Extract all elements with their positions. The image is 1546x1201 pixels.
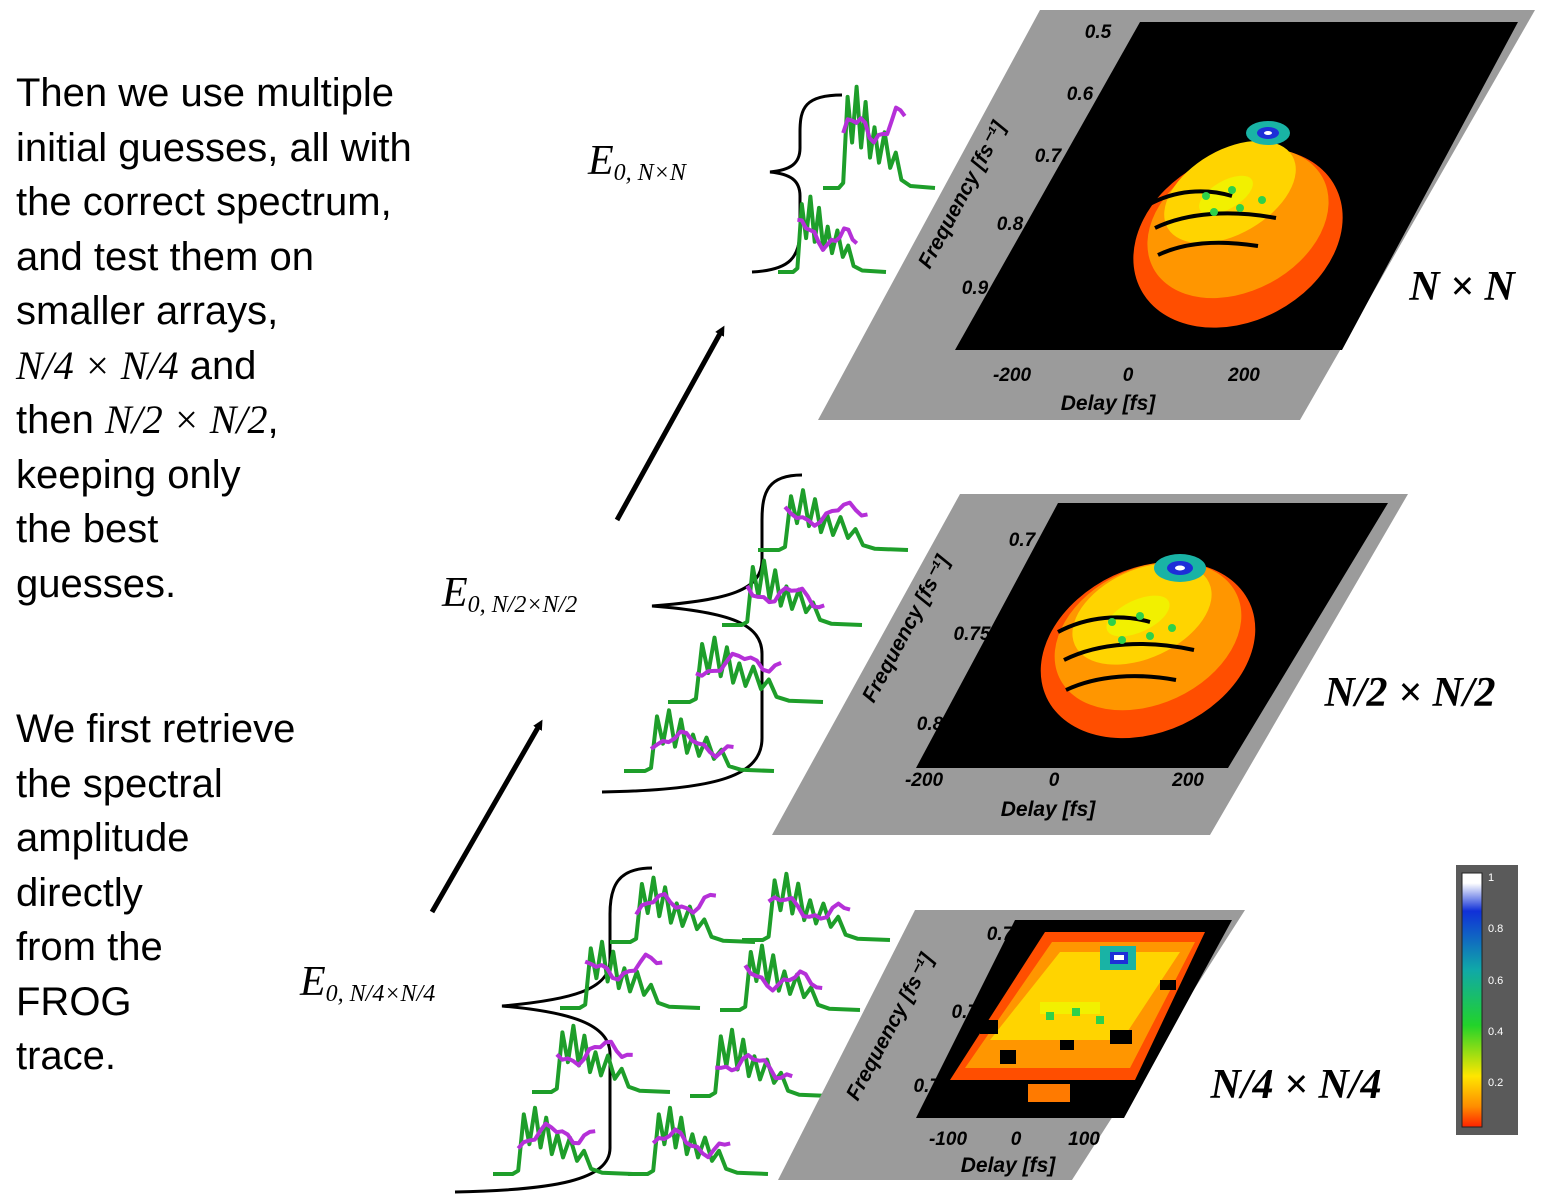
- xtick-n2-0: -200: [905, 770, 943, 791]
- colorbar: 1 0.8 0.6 0.4 0.2: [1456, 865, 1518, 1135]
- ytick-n4-0: 0.7: [987, 924, 1015, 945]
- guess-phase-curve: [715, 1053, 793, 1081]
- guess-phase-curve: [745, 584, 825, 610]
- ytick-n2-1: 0.75: [954, 624, 991, 645]
- text-fragment: ,: [267, 398, 279, 442]
- brace-nn: [751, 93, 843, 274]
- guess-amplitude-curve: [722, 558, 863, 627]
- text-line: N/4 × N/4 and: [16, 339, 412, 394]
- xtick-n2-1: 0: [1049, 770, 1060, 791]
- frog-trace-nn: [1133, 121, 1343, 328]
- xtick-n4-1: 0: [1011, 1129, 1022, 1150]
- ytick-nn-0: 0.5: [1085, 22, 1112, 43]
- e-label-n4: E0, N/4×N/4: [299, 959, 435, 1007]
- xtick-n2-2: 200: [1171, 770, 1204, 791]
- xtick-nn-2: 200: [1227, 365, 1260, 386]
- ytick-nn-3: 0.8: [997, 214, 1024, 235]
- text-line: FROG: [16, 979, 132, 1024]
- guess-phase-curve: [695, 651, 782, 678]
- intro-paragraph-bottom: We first retrieve the spectral amplitude…: [16, 702, 295, 1084]
- xlabel-nn: Delay [fs]: [1061, 392, 1157, 415]
- guess-phase-curve: [743, 964, 823, 993]
- ytick-n2-2: 0.8: [917, 714, 944, 735]
- brace-n4: [454, 866, 653, 1194]
- text-line: keeping only: [16, 452, 241, 497]
- guess-phase-curve: [767, 895, 851, 921]
- text-line: guesses.: [16, 561, 177, 606]
- text-line: amplitude: [16, 816, 190, 860]
- text-fragment: then: [16, 398, 105, 442]
- guess-phase-curve: [649, 729, 734, 759]
- frog-trace-n2: [1040, 554, 1256, 739]
- xtick-n4-0: -100: [929, 1129, 967, 1150]
- guess-amplitude-curve: [758, 488, 909, 552]
- size-label-n4: N/4 × N/4: [1210, 1062, 1382, 1108]
- upward-arrow-lower: [429, 719, 543, 914]
- guess-amplitude-curve: [493, 1105, 634, 1176]
- colorbar-gradient: [1461, 872, 1483, 1128]
- text-line: the spectral: [16, 761, 223, 806]
- math-n2: N/2 × N/2: [104, 397, 268, 442]
- guess-phase-curve: [634, 892, 717, 916]
- text-fragment: and: [178, 343, 257, 388]
- text-line: from the: [16, 925, 163, 969]
- guess-amplitude-curve: [628, 1105, 769, 1176]
- guess-amplitude-curve: [778, 194, 887, 274]
- xtick-nn-1: 0: [1123, 365, 1134, 386]
- text-line: and test them on: [16, 234, 314, 279]
- panel-n4: 0.7 0.74 0.78 Frequency [fs⁻¹] -100 0 10…: [778, 910, 1381, 1180]
- initial-guess-group: [493, 84, 936, 1176]
- xlabel-n4: Delay [fs]: [961, 1154, 1057, 1177]
- colorbar-tick-0.6: 0.6: [1488, 975, 1503, 987]
- guess-phase-curve: [584, 952, 663, 982]
- size-label-n2: N/2 × N/2: [1324, 670, 1496, 716]
- guess-amplitude-curve: [624, 708, 775, 773]
- upward-arrow-upper: [614, 325, 725, 522]
- guess-phase-curve: [651, 1127, 731, 1160]
- guess-phase-curve: [516, 1121, 596, 1150]
- colorbar-tick-1: 1: [1488, 872, 1494, 884]
- guess-phase-curve: [841, 105, 907, 145]
- xtick-nn-0: -200: [993, 365, 1031, 386]
- panel-nn: 0.5 0.6 0.7 0.8 0.9 Frequency [fs⁻¹] -20…: [818, 10, 1535, 420]
- brace-n2: [601, 473, 803, 794]
- ytick-nn-4: 0.9: [962, 278, 989, 299]
- panel-n2: 0.7 0.75 0.8 Frequency [fs⁻¹] -200 0 200…: [772, 494, 1495, 835]
- text-line: the best: [16, 507, 159, 551]
- text-line: initial guesses, all with: [16, 125, 412, 170]
- intro-paragraph-top: Then we use multiple initial guesses, al…: [16, 66, 412, 611]
- math-n4: N/4 × N/4: [16, 342, 179, 388]
- xlabel-n2: Delay [fs]: [1001, 798, 1097, 821]
- ytick-nn-1: 0.6: [1067, 84, 1094, 105]
- guess-amplitude-curve: [610, 875, 756, 944]
- frog-trace-n4: [950, 932, 1205, 1102]
- ytick-nn-2: 0.7: [1035, 146, 1063, 167]
- guess-phase-curve: [783, 500, 868, 528]
- text-line: smaller arrays,: [16, 289, 279, 333]
- e-label-n2: E0, N/2×N/2: [441, 570, 577, 618]
- text-line: the correct spectrum,: [16, 180, 392, 224]
- guess-phase-curve: [797, 217, 859, 252]
- colorbar-tick-0.4: 0.4: [1488, 1026, 1503, 1038]
- guess-amplitude-curve: [560, 939, 701, 1010]
- guess-amplitude-curve: [742, 871, 891, 942]
- guess-phase-curve: [555, 1039, 633, 1068]
- text-line: then N/2 × N/2,: [16, 393, 412, 448]
- text-line: directly: [16, 870, 143, 915]
- text-line: We first retrieve: [16, 707, 296, 751]
- ytick-n2-0: 0.7: [1009, 530, 1037, 551]
- colorbar-tick-0.2: 0.2: [1488, 1077, 1503, 1089]
- e-label-nn: E0, N×N: [587, 138, 688, 186]
- colorbar-tick-0.8: 0.8: [1488, 923, 1503, 935]
- guess-amplitude-curve: [690, 1027, 831, 1098]
- ytick-n4-1: 0.74: [952, 1002, 989, 1023]
- guess-amplitude-curve: [668, 635, 824, 704]
- size-label-nn: N × N: [1408, 264, 1516, 310]
- xtick-n4-2: 100: [1068, 1129, 1100, 1150]
- ytick-n4-2: 0.78: [914, 1076, 951, 1097]
- text-line: Then we use multiple: [16, 71, 394, 115]
- text-line: trace.: [16, 1034, 117, 1078]
- guess-amplitude-curve: [532, 1023, 671, 1094]
